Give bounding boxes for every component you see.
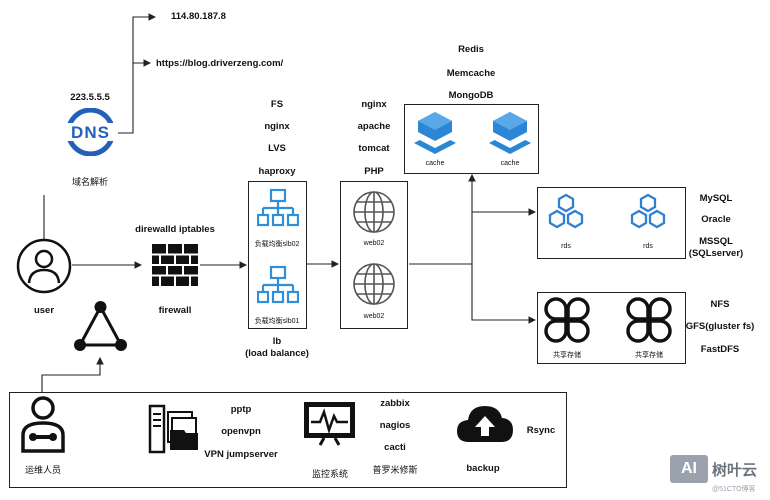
rsync-label: Rsync (526, 425, 556, 436)
db-stack-item: MySQL (699, 193, 733, 204)
ops-person-label: 运维人员 (24, 465, 62, 475)
lb-topology-icon (256, 265, 300, 307)
monitor-stack-item: nagios (379, 420, 411, 431)
dns-label: 域名解析 (71, 177, 109, 187)
vpn-stack-item: pptp (230, 404, 252, 415)
user-label: user (33, 305, 55, 316)
monitor-stack-item: zabbix (380, 398, 410, 409)
cache-item-label: cache (425, 160, 445, 167)
storage-stack-item: GFS(gluster fs) (685, 321, 755, 332)
to-storage-arrow (471, 264, 537, 324)
storage-box (537, 292, 686, 364)
cache-cube-icon (412, 110, 458, 154)
cache-item-label: cache (500, 160, 520, 167)
web-node-bottom-label: web02 (363, 313, 385, 320)
watermark-name: 树叶云 (712, 462, 758, 479)
backup-label: backup (466, 463, 500, 474)
rds-label: rds (643, 243, 653, 250)
monitor-stack-item: 普罗米修斯 (372, 465, 418, 475)
lb-label: lb (272, 336, 282, 347)
web-stack-item: tomcat (358, 143, 390, 154)
storage-label: 共享存储 (635, 352, 663, 359)
lb-stack-item: nginx (264, 121, 290, 132)
network-triangle-icon (72, 299, 129, 354)
web-stack-item: PHP (364, 166, 384, 177)
ops-to-vpn-arrow (41, 356, 104, 393)
monitor-label: 监控系统 (311, 469, 349, 479)
shared-storage-icon (626, 297, 672, 343)
lb-node-bottom-label: 负载均衡slb01 (254, 318, 300, 325)
dns-ip: 223.5.5.5 (70, 92, 110, 103)
cache-stack-item: MongoDB (448, 90, 494, 101)
db-stack-item: Oracle (701, 214, 731, 225)
watermark-logo: AI (670, 455, 708, 483)
dns-target-ip: 114.80.187.8 (171, 11, 226, 22)
file-server-icon (148, 404, 200, 454)
dns-to-ip-arrow (118, 13, 157, 134)
storage-stack-item: FastDFS (700, 344, 740, 355)
web-globe-icon (352, 262, 396, 306)
blog-url: https://blog.driverzeng.com/ (156, 58, 284, 69)
db-stack-item: MSSQL (699, 236, 733, 247)
shared-storage-icon (544, 297, 590, 343)
lb-stack-item: LVS (268, 143, 286, 154)
lb-label-sub: (load balance) (245, 348, 309, 359)
cloud-upload-icon (455, 402, 515, 446)
lb-topology-icon (256, 188, 300, 230)
db-stack-item: (SQLserver) (688, 248, 744, 259)
firewall-label: firewall (158, 305, 192, 316)
rds-hex-icon (543, 193, 589, 237)
user-icon (16, 238, 72, 294)
vpn-stack-item: VPN jumpserver (204, 449, 278, 460)
rds-label: rds (561, 243, 571, 250)
web-globe-icon (352, 190, 396, 234)
storage-stack-item: NFS (710, 299, 730, 310)
monitor-stack-item: cacti (384, 442, 406, 453)
cache-cube-icon (487, 110, 533, 154)
cache-stack-item: Redis (458, 44, 484, 55)
firewall-tools: direwalld iptables (135, 224, 215, 235)
lb-stack-item: haproxy (258, 166, 296, 177)
ops-engineer-icon (19, 395, 67, 453)
monitor-icon (302, 400, 357, 446)
web-node-top-label: web02 (363, 240, 385, 247)
rds-hex-icon (625, 193, 671, 237)
firewall-icon (152, 244, 198, 286)
vpn-stack-item: openvpn (221, 426, 261, 437)
dns-logo-text: DNS (71, 123, 110, 142)
watermark-sub: @51CTO博客 (712, 486, 756, 493)
lb-stack-item: FS (270, 99, 284, 110)
cache-stack-item: Memcache (446, 68, 496, 79)
lb-node-top-label: 负载均衡slb02 (254, 241, 300, 248)
web-stack-item: apache (357, 121, 391, 132)
storage-label: 共享存储 (553, 352, 581, 359)
dns-globe-icon: DNS (63, 107, 118, 157)
web-stack-item: nginx (361, 99, 387, 110)
